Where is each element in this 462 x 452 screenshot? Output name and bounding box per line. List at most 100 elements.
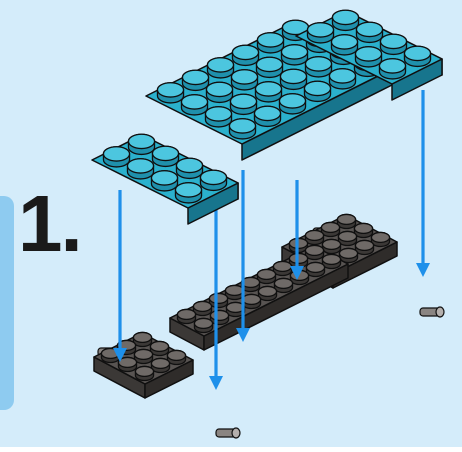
plate-right-2x4-stud xyxy=(307,23,333,43)
base-long-body-stud xyxy=(273,261,291,275)
plate-left-2x4-stud xyxy=(200,170,226,190)
base-right-wing-stud-top xyxy=(338,231,356,241)
base-left-wing-stud-top xyxy=(151,358,169,368)
base-long-body-stud xyxy=(194,318,212,332)
base-right-wing-stud xyxy=(338,231,356,245)
plate-left-2x4-stud xyxy=(127,159,153,179)
plate-center-4x6-stud-top xyxy=(329,69,355,83)
plate-left-2x4-stud-top xyxy=(128,134,154,148)
axle-pin-bottom xyxy=(216,428,240,438)
base-long-body-stud xyxy=(193,301,211,315)
plate-center-4x6-stud xyxy=(329,69,355,89)
plate-left-2x4-stud-top xyxy=(103,147,129,161)
plate-center-4x6-stud xyxy=(304,81,330,101)
plate-center-4x6-stud-top xyxy=(254,106,280,120)
axle-pin-bottom-cap xyxy=(232,428,240,438)
plate-right-2x4-stud-top xyxy=(332,10,358,24)
plate-center-4x6-stud xyxy=(255,82,281,102)
plate-center-4x6-stud-top xyxy=(182,70,208,84)
plate-center-4x6-stud-top xyxy=(304,81,330,95)
plate-center-4x6-stud xyxy=(281,45,307,65)
plate-right-2x4-stud-top xyxy=(380,34,406,48)
plate-center-4x6-stud xyxy=(157,83,183,103)
base-left-wing-stud-top xyxy=(135,366,153,376)
base-long-body-stud-top xyxy=(177,309,195,319)
base-long-body-stud-top xyxy=(306,262,324,272)
base-long-body-stud-top xyxy=(193,301,211,311)
plate-center-4x6-stud-top xyxy=(157,83,183,97)
base-right-wing-stud-top xyxy=(355,240,373,250)
base-right-wing-stud-top xyxy=(371,232,389,242)
base-long-body-stud xyxy=(225,285,243,299)
plate-right-2x4-stud xyxy=(380,34,406,54)
plate-left-2x4-stud xyxy=(151,171,177,191)
base-right-wing-stud-top xyxy=(305,230,323,240)
plate-center-4x6-stud-top xyxy=(279,94,305,108)
base-long-body-stud-top xyxy=(225,285,243,295)
base-long-body-stud-top xyxy=(258,286,276,296)
base-right-wing-stud xyxy=(321,222,339,236)
plate-left-2x4-stud-top xyxy=(127,159,153,173)
plate-right-2x4-stud-top xyxy=(379,59,405,73)
base-long-body-stud-top xyxy=(274,278,292,288)
plate-right-2x4-stud xyxy=(332,10,358,30)
plate-left-2x4-stud-top xyxy=(152,146,178,160)
base-long-body-stud-top xyxy=(194,318,212,328)
base-right-wing-stud xyxy=(337,214,355,228)
plate-right-2x4-stud-top xyxy=(404,46,430,60)
base-long-body-stud xyxy=(322,254,340,268)
base-right-wing-stud xyxy=(305,230,323,244)
plate-center-4x6-stud xyxy=(230,94,256,114)
plate-right-2x4-stud-top xyxy=(356,22,382,36)
base-right-wing-stud-top xyxy=(337,214,355,224)
base-long-body-stud xyxy=(274,278,292,292)
plate-left-2x4-stud-top xyxy=(175,183,201,197)
plate-left-2x4-stud xyxy=(128,134,154,154)
step-side-panel xyxy=(0,196,14,410)
plate-right-2x4-stud-top xyxy=(355,47,381,61)
base-long-body-stud xyxy=(210,310,228,324)
base-left-wing-stud-top xyxy=(134,349,152,359)
plate-right-2x4-stud xyxy=(355,47,381,67)
plate-center-4x6-stud-top xyxy=(206,82,232,96)
base-long-body-stud xyxy=(177,309,195,323)
base-left-wing-stud xyxy=(167,350,185,364)
plate-center-4x6-stud xyxy=(231,70,257,90)
plate-center-4x6-stud xyxy=(205,107,231,127)
base-left-wing-stud xyxy=(133,332,151,346)
plate-left-2x4-stud xyxy=(175,183,201,203)
base-right-wing-stud-top xyxy=(339,248,357,258)
step-number: 1. xyxy=(18,184,81,264)
plate-center-4x6-stud xyxy=(182,70,208,90)
base-long-body-stud xyxy=(209,293,227,307)
plate-center-4x6-stud xyxy=(207,58,233,78)
plate-center-4x6-stud xyxy=(181,95,207,115)
plate-left-2x4-stud xyxy=(103,147,129,167)
plate-center-4x6-stud xyxy=(256,57,282,77)
base-left-wing-stud-top xyxy=(167,350,185,360)
plate-center-4x6-stud-top xyxy=(281,45,307,59)
base-long-body-stud xyxy=(305,245,323,259)
base-right-wing-stud xyxy=(355,240,373,254)
base-long-body-stud-top xyxy=(209,293,227,303)
axle-pin-right xyxy=(420,307,444,317)
base-long-body-stud-top xyxy=(322,254,340,264)
base-right-wing-stud-top xyxy=(321,222,339,232)
plate-right-2x4-stud xyxy=(331,35,357,55)
plate-center-4x6-stud xyxy=(279,94,305,114)
plate-center-4x6-stud-top xyxy=(257,33,283,47)
plate-center-4x6-stud xyxy=(257,33,283,53)
base-left-wing-stud xyxy=(134,349,152,363)
plate-center-4x6-stud xyxy=(229,119,255,139)
axle-pin-right-cap xyxy=(436,307,444,317)
plate-right-2x4-stud xyxy=(379,59,405,79)
base-long-body-stud-top xyxy=(210,310,228,320)
plate-center-4x6-stud xyxy=(280,69,306,89)
plate-left-2x4-stud-top xyxy=(200,170,226,184)
base-long-body-stud-top xyxy=(242,294,260,304)
plate-right-2x4-stud-top xyxy=(331,35,357,49)
plate-left-2x4-stud xyxy=(176,158,202,178)
plate-center-4x6-stud-top xyxy=(255,82,281,96)
base-left-wing-stud-top xyxy=(133,332,151,342)
